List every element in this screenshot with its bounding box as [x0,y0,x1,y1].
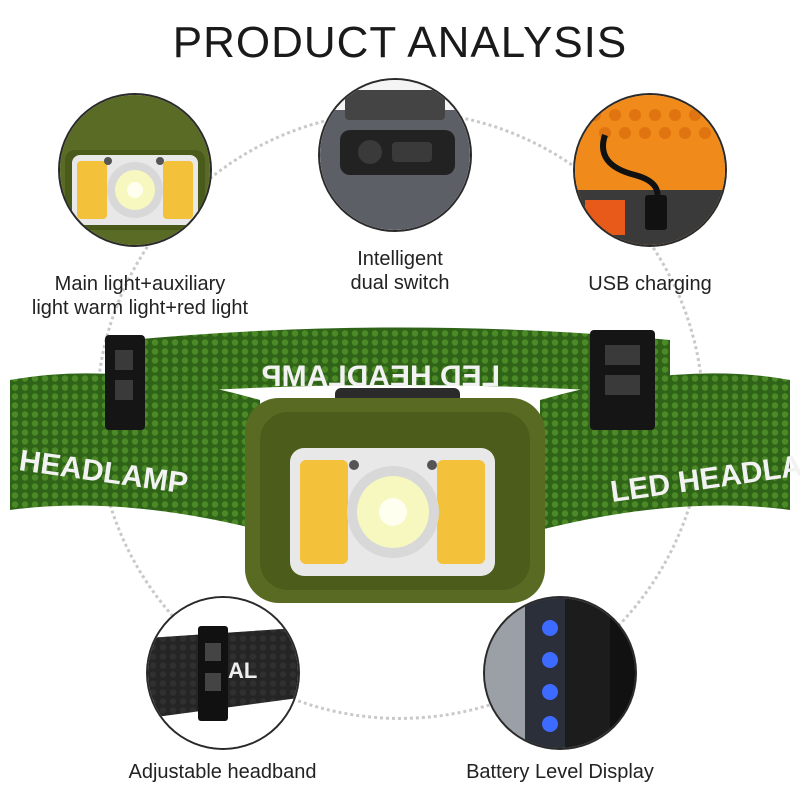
callout-headband: AL [148,598,298,748]
callout-dual-switch [320,80,470,230]
headband-buckle-icon: AL [148,598,298,748]
callout-battery-display [485,598,635,748]
label-headband: Adjustable headband [128,761,317,783]
cob-left [300,460,348,564]
label-battery-display: Battery Level Display [466,761,654,783]
svg-text:AL: AL [228,658,257,683]
callout-main-light [60,95,210,245]
band-text-top: LED HEADLAMP [262,360,500,393]
headlamp-product-image: LED HEADLAMP HEADLAMP LED HEADLAM [10,327,800,603]
headband-back [130,327,670,395]
dual-switch-icon [320,80,470,230]
headband-left [10,373,260,530]
usb-cable-icon [575,95,725,245]
battery-indicator-icon [485,598,635,748]
page-title: PRODUCT ANALYSIS [172,18,628,67]
cob-right [437,460,485,564]
headlamp-front-icon [60,95,210,245]
headband-right [540,373,790,530]
label-usb-charging: USB charging [588,273,712,295]
callout-usb-charging [575,95,725,245]
